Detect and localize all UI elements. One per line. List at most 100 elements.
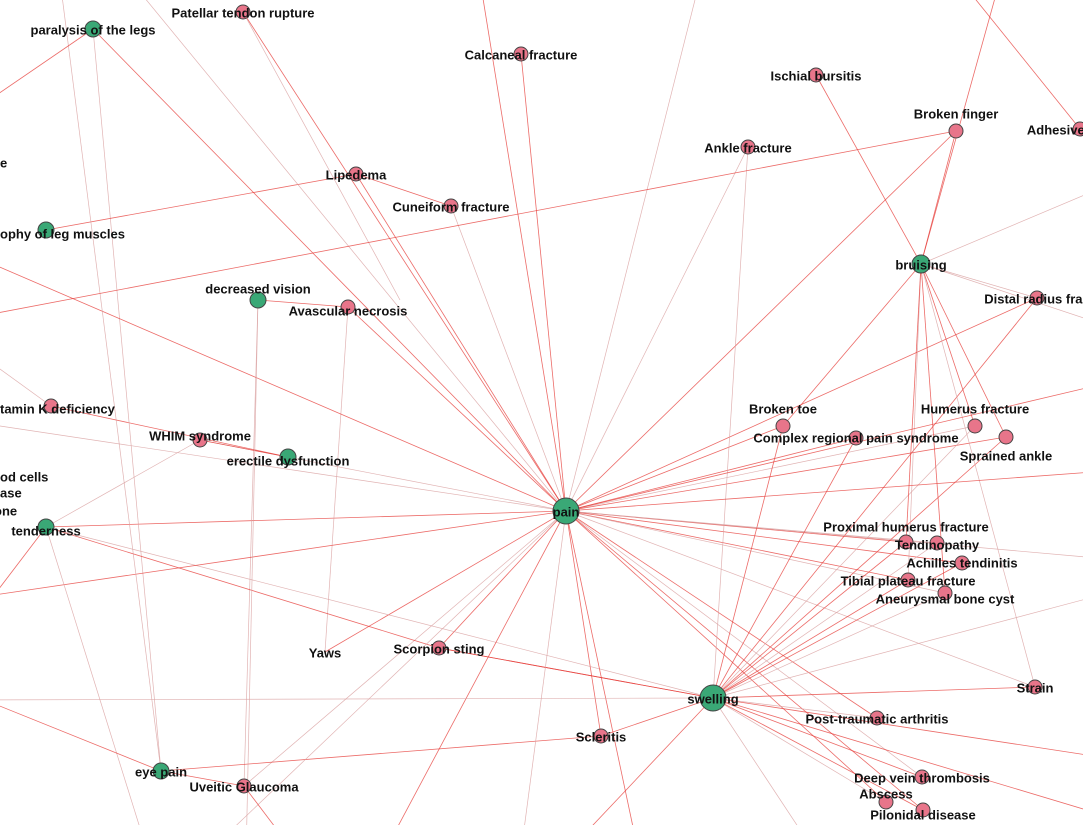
edge-bruising-humerus <box>920 263 976 427</box>
disease-node-humerus[interactable] <box>967 418 983 434</box>
edge-swelling-tibial <box>712 579 909 699</box>
edge-pain-sprained <box>565 436 1007 512</box>
edge-eyepain-offscreen <box>62 0 162 772</box>
disease-node-cuneiform[interactable] <box>443 198 459 214</box>
edge-pain-offscreen <box>565 510 1083 558</box>
edge-pain-offscreen <box>145 0 567 512</box>
disease-node-ischial[interactable] <box>808 67 824 83</box>
disease-node-uveitic[interactable] <box>236 778 252 794</box>
disease-node-adhesive[interactable] <box>1072 121 1083 137</box>
edge-swelling-brokentoe <box>712 425 784 699</box>
symptom-node-paralysis[interactable] <box>84 20 102 38</box>
edge-tenderness-scorpion <box>45 526 440 649</box>
edge-atrophy-lipedema <box>45 173 357 231</box>
disease-node-scorpion[interactable] <box>431 640 447 656</box>
edge-pain-paralysis <box>92 28 567 512</box>
edge-pain-posttrauma <box>565 510 878 719</box>
edge-eyepain-paralysis <box>92 28 162 772</box>
disease-node-calcaneal[interactable] <box>513 46 529 62</box>
disease-node-brokenfinger[interactable] <box>948 123 964 139</box>
disease-node-whim[interactable] <box>192 432 208 448</box>
edge-pain-offscreen <box>565 510 633 825</box>
edge-bruising-offscreen <box>920 0 995 265</box>
edge-decvision-avascular <box>257 299 349 308</box>
symptom-node-tenderness[interactable] <box>37 518 55 536</box>
edge-eyepain-offscreen <box>0 705 162 772</box>
edge-tenderness-offscreen <box>45 526 140 825</box>
edge-pain-achilles <box>565 510 963 564</box>
edge-paralysis-offscreen <box>0 28 94 94</box>
edge-pain-brokenfinger <box>565 130 957 512</box>
symptom-node-eyepain[interactable] <box>152 762 170 780</box>
edge-swelling-ankle <box>712 146 749 699</box>
edge-pain-offscreen <box>398 510 567 825</box>
edge-swelling-humerus <box>712 425 976 699</box>
edge-pain-strain <box>565 510 1036 688</box>
symptom-node-erectile[interactable] <box>279 448 297 466</box>
disease-node-achilles[interactable] <box>954 555 970 571</box>
disease-node-distal[interactable] <box>1029 290 1045 306</box>
edge-eyepain-uveitic <box>160 770 245 787</box>
edge-swelling-offscreen <box>592 697 714 825</box>
disease-node-tibial[interactable] <box>900 572 916 588</box>
edge-pain-offscreen <box>0 425 567 512</box>
disease-node-ankle[interactable] <box>740 139 756 155</box>
symptom-node-swelling[interactable] <box>699 684 727 712</box>
edge-swelling-posttrauma <box>712 697 878 719</box>
disease-node-sprained[interactable] <box>998 429 1014 445</box>
disease-node-brokentoe[interactable] <box>775 418 791 434</box>
edge-pain-yaws <box>324 510 567 653</box>
symptom-node-bruising[interactable] <box>911 254 931 274</box>
edge-swelling-tenderness <box>45 526 714 699</box>
disease-node-patellar[interactable] <box>235 4 251 20</box>
edge-swelling-achilles <box>712 562 963 699</box>
edge-swelling-abscess <box>712 697 887 803</box>
edge-pain-pilonidal <box>565 510 924 811</box>
edge-pain-abscess <box>565 510 887 803</box>
edge-tenderness-offscreen <box>0 526 47 589</box>
disease-node-scleritis[interactable] <box>593 728 609 744</box>
edge-pain-offscreen <box>0 510 567 595</box>
edge-pain-cuneiform <box>450 205 567 512</box>
edge-pain-calcaneal <box>520 53 567 512</box>
edge-swelling-offscreen <box>712 697 1083 810</box>
disease-node-lipedema[interactable] <box>348 166 364 182</box>
symptom-node-atrophy[interactable] <box>37 221 55 239</box>
edge-swelling-offscreen <box>712 697 798 825</box>
edge-swelling-aneurysmal <box>712 592 946 699</box>
edge-pain-lipedema <box>355 173 567 512</box>
edge-pain-patellar <box>242 11 567 512</box>
disease-node-abscess[interactable] <box>878 794 894 810</box>
disease-node-vitk[interactable] <box>43 398 59 414</box>
edge-bruising-proxhum <box>905 263 922 543</box>
disease-node-pilonidal[interactable] <box>915 802 931 818</box>
disease-node-posttrauma[interactable] <box>869 710 885 726</box>
disease-node-crps[interactable] <box>848 430 864 446</box>
edge-eyepain-scleritis <box>160 735 602 772</box>
edge-swelling-proxhum <box>712 541 907 699</box>
edge-decvision-uveitic <box>243 299 259 787</box>
edge-pain-offscreen <box>0 266 567 512</box>
edge-bruising-sprained <box>920 263 1007 438</box>
edge-scorpion-swelling <box>438 647 714 699</box>
edge-pain-offscreen <box>482 0 567 512</box>
disease-node-tendino[interactable] <box>929 535 945 551</box>
edge-vitk-offscreen <box>0 368 52 407</box>
edge-bruising-offscreen <box>920 263 1083 319</box>
disease-node-aneurysmal[interactable] <box>937 585 953 601</box>
edge-bruising-distal <box>920 263 1038 299</box>
edge-uveitic-offscreen <box>243 785 275 825</box>
edge-swelling-offscreen <box>712 697 1083 755</box>
symptom-node-decvision[interactable] <box>249 291 267 309</box>
edge-pain-offscreen <box>565 388 1083 512</box>
disease-node-dvt[interactable] <box>914 769 930 785</box>
disease-node-avascular[interactable] <box>340 299 356 315</box>
edge-adhesive-offscreen <box>975 0 1081 130</box>
disease-node-strain[interactable] <box>1027 679 1043 695</box>
edge-pain-uveitic <box>243 510 567 787</box>
edge-pain-offscreen <box>236 510 567 825</box>
symptom-node-pain[interactable] <box>552 497 580 525</box>
edge-swelling-offscreen <box>0 697 714 701</box>
disease-node-proxhum[interactable] <box>898 534 914 550</box>
